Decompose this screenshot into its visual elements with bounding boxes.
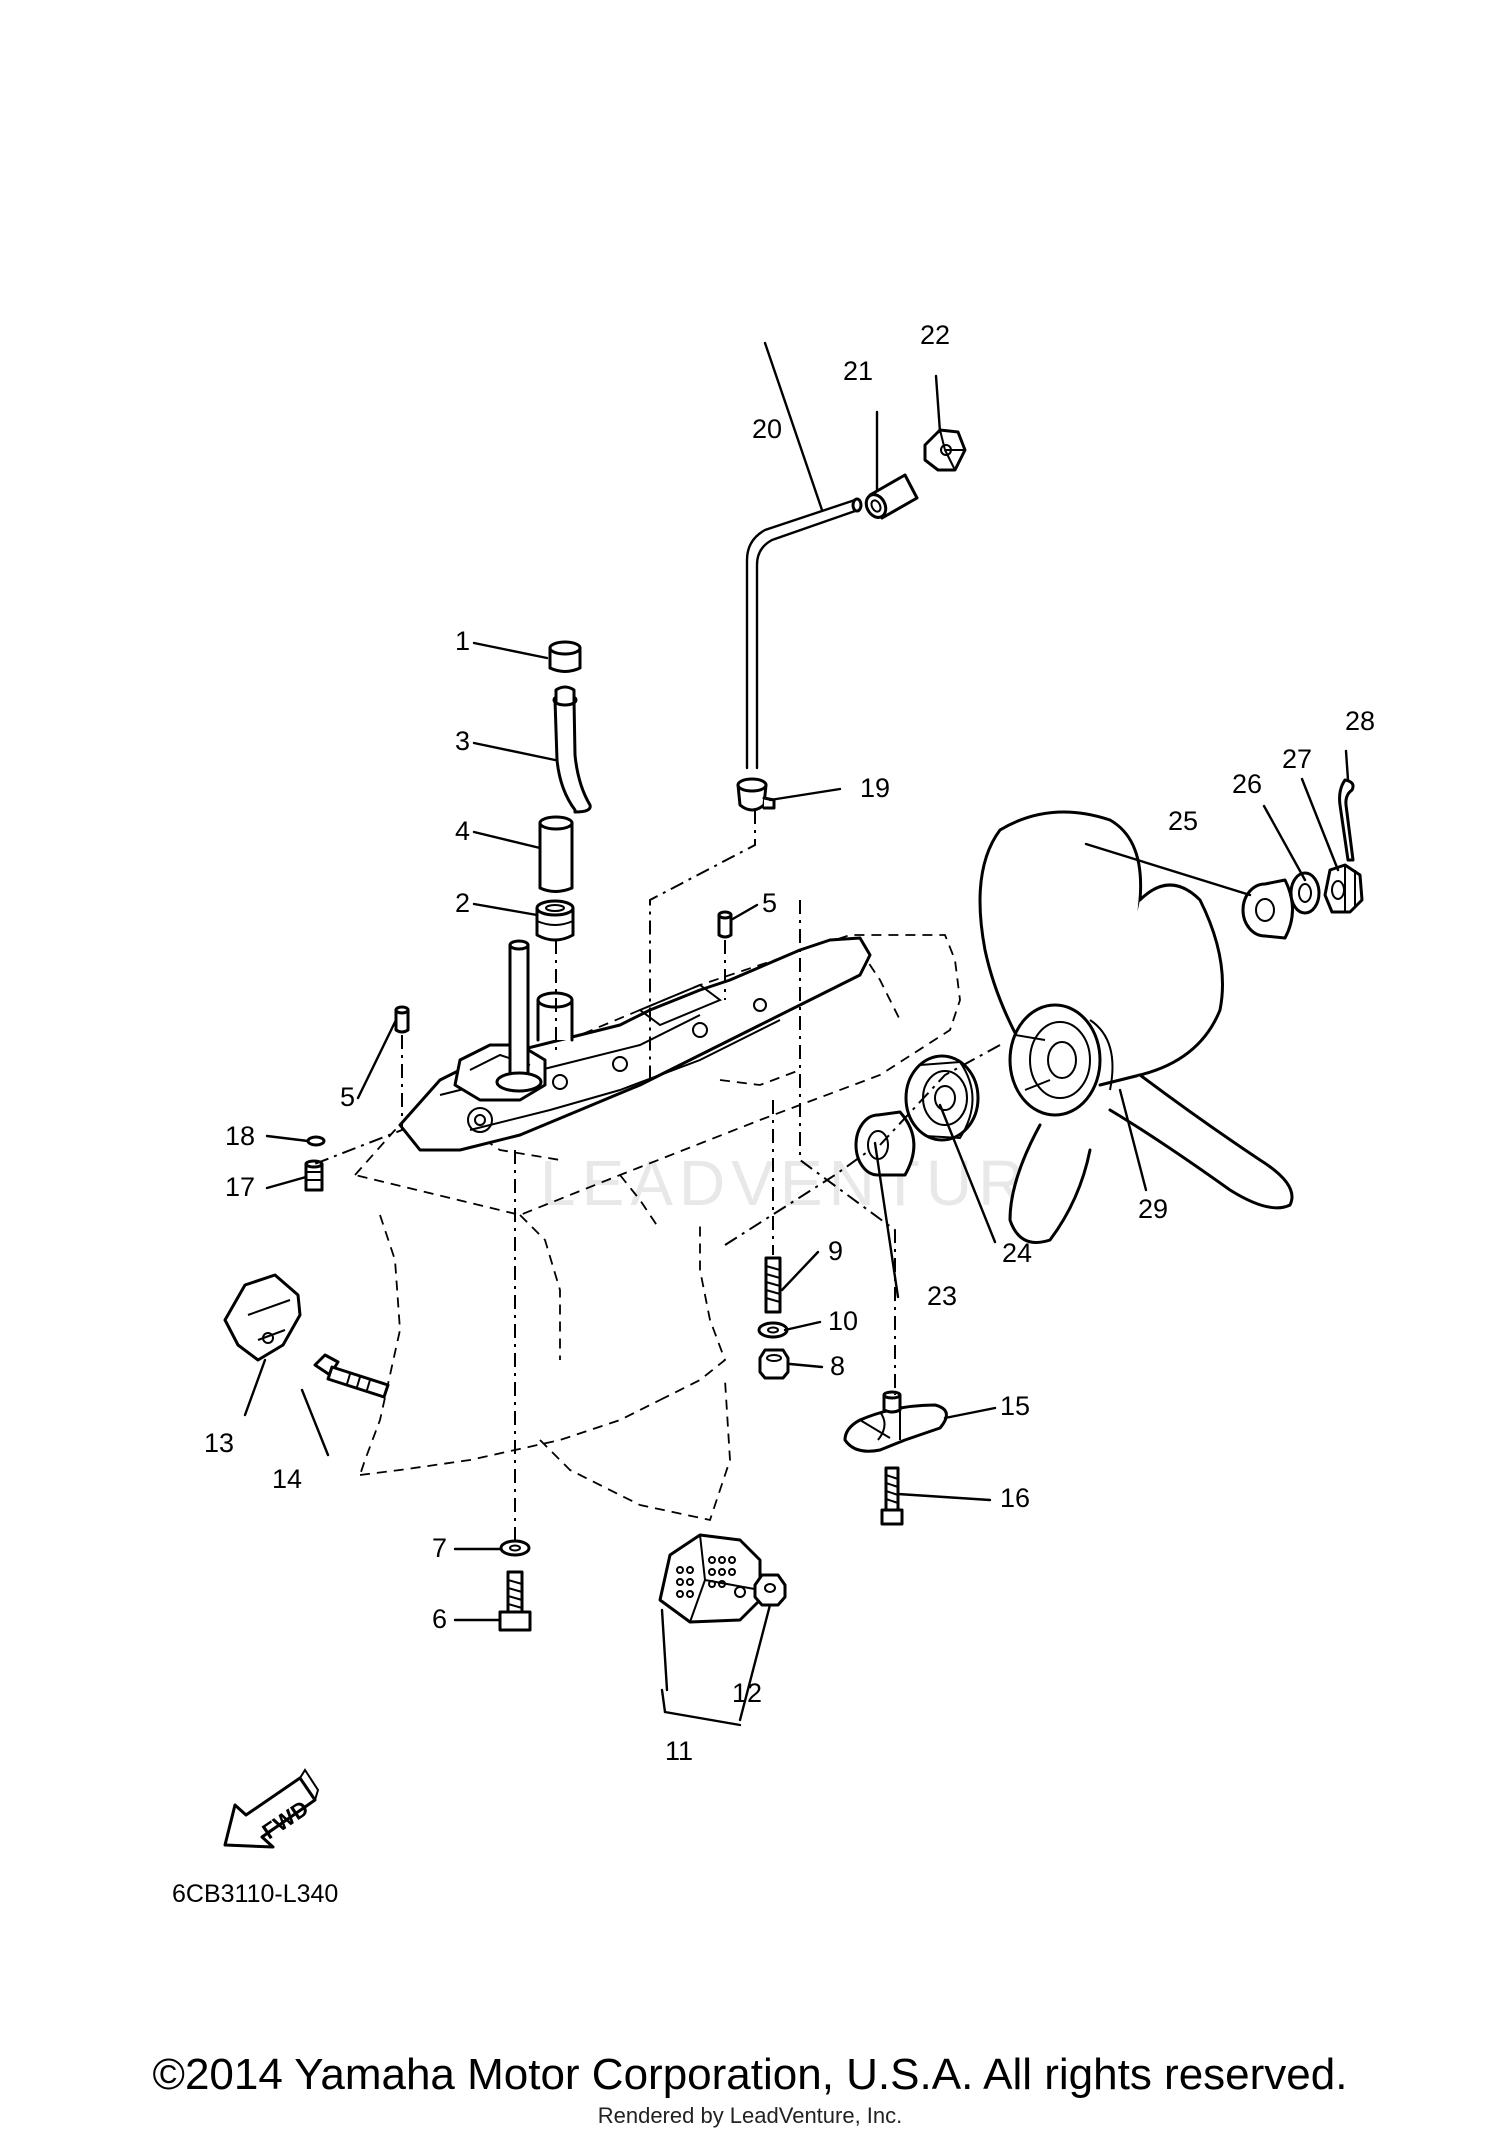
callout-15: 15	[1000, 1391, 1030, 1421]
part-1-grommet	[548, 640, 582, 673]
callout-20: 20	[752, 414, 782, 444]
callout-12: 12	[732, 1678, 762, 1708]
part-25-spacer	[1241, 878, 1294, 940]
part-16-bolt	[880, 1466, 904, 1526]
callout-21: 21	[843, 356, 873, 386]
callout-25: 25	[1168, 806, 1198, 836]
leader-lines	[243, 341, 1350, 1727]
callout-24: 24	[1002, 1238, 1032, 1268]
part-4-seal-sleeve	[538, 815, 574, 893]
part-17-fitting	[304, 1159, 324, 1192]
part-19-fitting	[736, 777, 776, 812]
callout-5-left: 5	[340, 1082, 355, 1112]
callout-14: 14	[272, 1464, 302, 1494]
part-5-dowel-pin-2	[717, 910, 733, 939]
callout-26: 26	[1232, 769, 1262, 799]
part-11-anode	[658, 1533, 762, 1624]
part-5-dowel-pin	[394, 1005, 410, 1034]
callout-9: 9	[828, 1236, 843, 1266]
part-23-spacer	[854, 1110, 916, 1177]
part-20-water-hose	[745, 497, 863, 770]
fwd-arrow-icon: FWD	[223, 1768, 320, 1849]
callout-29: 29	[1138, 1194, 1168, 1224]
part-28-cotter-pin	[1338, 778, 1355, 862]
callout-11: 11	[665, 1736, 693, 1766]
callout-27: 27	[1282, 744, 1312, 774]
part-8-nut	[758, 1348, 790, 1380]
callout-3: 3	[455, 726, 470, 756]
callout-2: 2	[455, 888, 470, 918]
exploded-view-lines	[311, 810, 1001, 1540]
part-9-stud	[764, 1256, 782, 1314]
part-27-castle-nut	[1323, 863, 1364, 914]
part-15-anode	[843, 1390, 948, 1453]
callouts: 1 2 3 4 5 5 6 7 8 9 10 11 12 13 14 15 16…	[204, 320, 1375, 1766]
callout-6: 6	[432, 1604, 447, 1634]
callout-22: 22	[920, 320, 950, 350]
callout-23: 23	[927, 1281, 957, 1311]
callout-5-right: 5	[762, 888, 777, 918]
part-29-propeller	[978, 810, 1294, 1244]
part-14-bolt	[313, 1353, 390, 1399]
part-7-washer	[499, 1539, 531, 1557]
callout-18: 18	[225, 1121, 255, 1151]
callout-17: 17	[225, 1172, 255, 1202]
copyright-notice: ©2014 Yamaha Motor Corporation, U.S.A. A…	[152, 2050, 1348, 2099]
part-22-clip	[923, 428, 967, 472]
part-24-thrust-washer	[904, 1054, 980, 1142]
callout-16: 16	[1000, 1483, 1030, 1513]
callout-28: 28	[1345, 706, 1375, 736]
drawing-code: 6CB3110-L340	[172, 1880, 338, 1908]
anode-holes	[676, 1556, 736, 1598]
part-12-nut	[753, 1573, 787, 1607]
callout-19: 19	[860, 773, 890, 803]
callout-7: 7	[432, 1533, 447, 1563]
watermark-text: LEADVENTURE	[540, 1147, 1079, 1219]
callout-8: 8	[830, 1351, 845, 1381]
callout-1: 1	[455, 626, 470, 656]
callout-13: 13	[204, 1428, 234, 1458]
part-10-washer	[757, 1321, 789, 1339]
callout-4: 4	[455, 816, 470, 846]
part-26-washer	[1289, 871, 1321, 915]
drive-shaft	[495, 939, 543, 1093]
callout-10: 10	[828, 1306, 858, 1336]
part-13-trim-tab	[223, 1273, 302, 1362]
part-2-grommet	[535, 899, 575, 942]
part-21-sleeve	[864, 473, 919, 520]
part-18-o-ring	[306, 1135, 326, 1147]
rendered-by-notice: Rendered by LeadVenture, Inc.	[597, 2103, 903, 2128]
part-6-bolt	[498, 1570, 532, 1632]
part-3-water-tube	[552, 685, 592, 814]
